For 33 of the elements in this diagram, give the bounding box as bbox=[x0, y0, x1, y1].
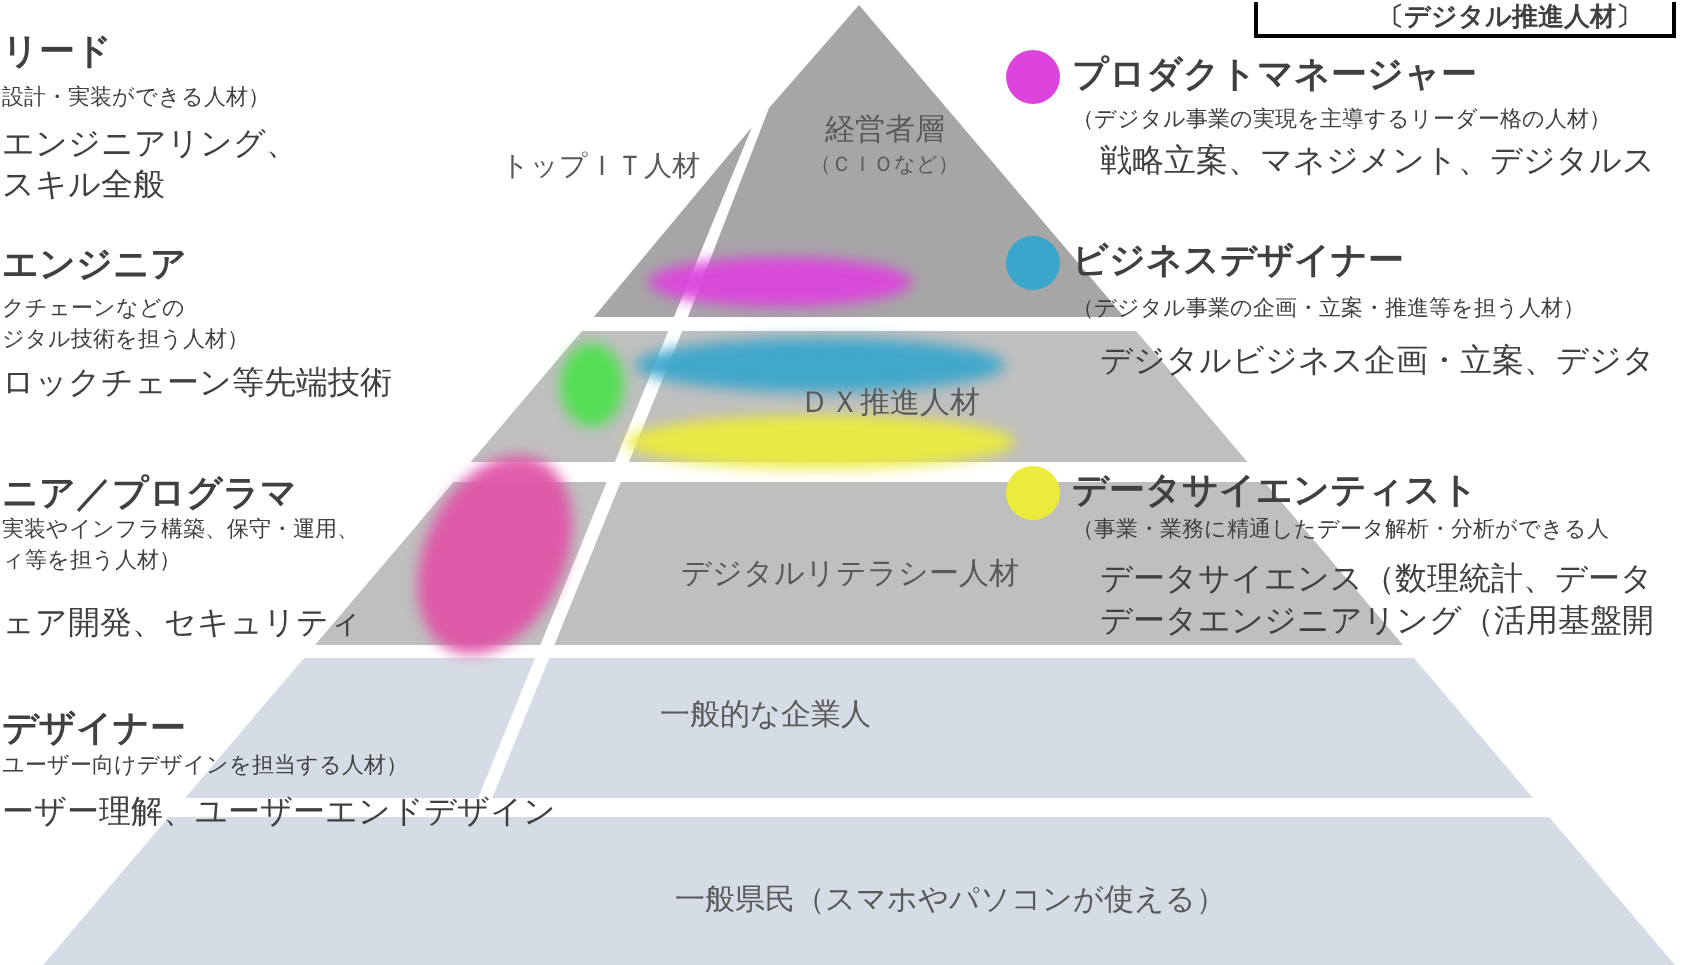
legend-heading: ビジネスデザイナー bbox=[1072, 239, 1404, 281]
legend-heading: プロダクトマネージャー bbox=[1072, 53, 1477, 95]
tier-label: ＤＸ推進人材 bbox=[800, 385, 980, 420]
role-description: （事業・業務に精通したデータ解析・分析ができる人 bbox=[1072, 516, 1609, 542]
legend-heading: データサイエンティスト bbox=[1072, 469, 1478, 511]
skill-text: 戦略立案、マネジメント、デジタルス bbox=[1100, 142, 1655, 179]
role-description: 設計・実装ができる人材） bbox=[2, 84, 270, 110]
skill-text: エンジニアリング、 bbox=[2, 125, 298, 162]
tier-label: トップＩＴ人材 bbox=[500, 150, 700, 183]
skill-text: スキル全般 bbox=[2, 166, 165, 203]
role-description: ユーザー向けデザインを担当する人材） bbox=[2, 752, 408, 778]
tier-label: 一般県民（スマホやパソコンが使える） bbox=[674, 882, 1226, 917]
role-description: （デジタル事業の実現を主導するリーダー格の人材） bbox=[1072, 106, 1611, 132]
skill-text: ロックチェーン等先端技術 bbox=[2, 364, 392, 401]
role-heading: デザイナー bbox=[2, 707, 186, 749]
skill-text: データサイエンス（数理統計、データ bbox=[1100, 560, 1653, 597]
role-heading: ニア／プログラマ bbox=[2, 472, 297, 514]
tier-sublabel: （ＣＩＯなど） bbox=[810, 152, 960, 177]
role-description: （デジタル事業の企画・立案・推進等を担う人材） bbox=[1072, 295, 1585, 321]
skill-text: ェア開発、セキュリティ bbox=[2, 604, 362, 641]
skill-text: デジタルビジネス企画・立案、デジタ bbox=[1100, 342, 1655, 379]
heading-banner: 〔デジタル推進人材〕 bbox=[1254, 2, 1676, 38]
role-heading: リード bbox=[2, 30, 112, 72]
role-description: クチェーンなどの bbox=[2, 295, 185, 321]
tier-label: デジタルリテラシー人材 bbox=[681, 556, 1019, 591]
role-description: ィ等を担う人材） bbox=[2, 547, 181, 573]
role-description: 実装やインフラ構築、保守・運用、 bbox=[2, 516, 359, 542]
role-description: ジタル技術を担う人材） bbox=[2, 326, 249, 352]
tier-label: 一般的な企業人 bbox=[660, 697, 871, 732]
skill-text: ーザー理解、ユーザーエンドデザイン bbox=[2, 793, 556, 830]
skill-text: データエンジニアリング（活用基盤開 bbox=[1100, 602, 1654, 639]
role-heading: エンジニア bbox=[2, 243, 187, 285]
tier-label: 経営者層 bbox=[825, 112, 945, 147]
